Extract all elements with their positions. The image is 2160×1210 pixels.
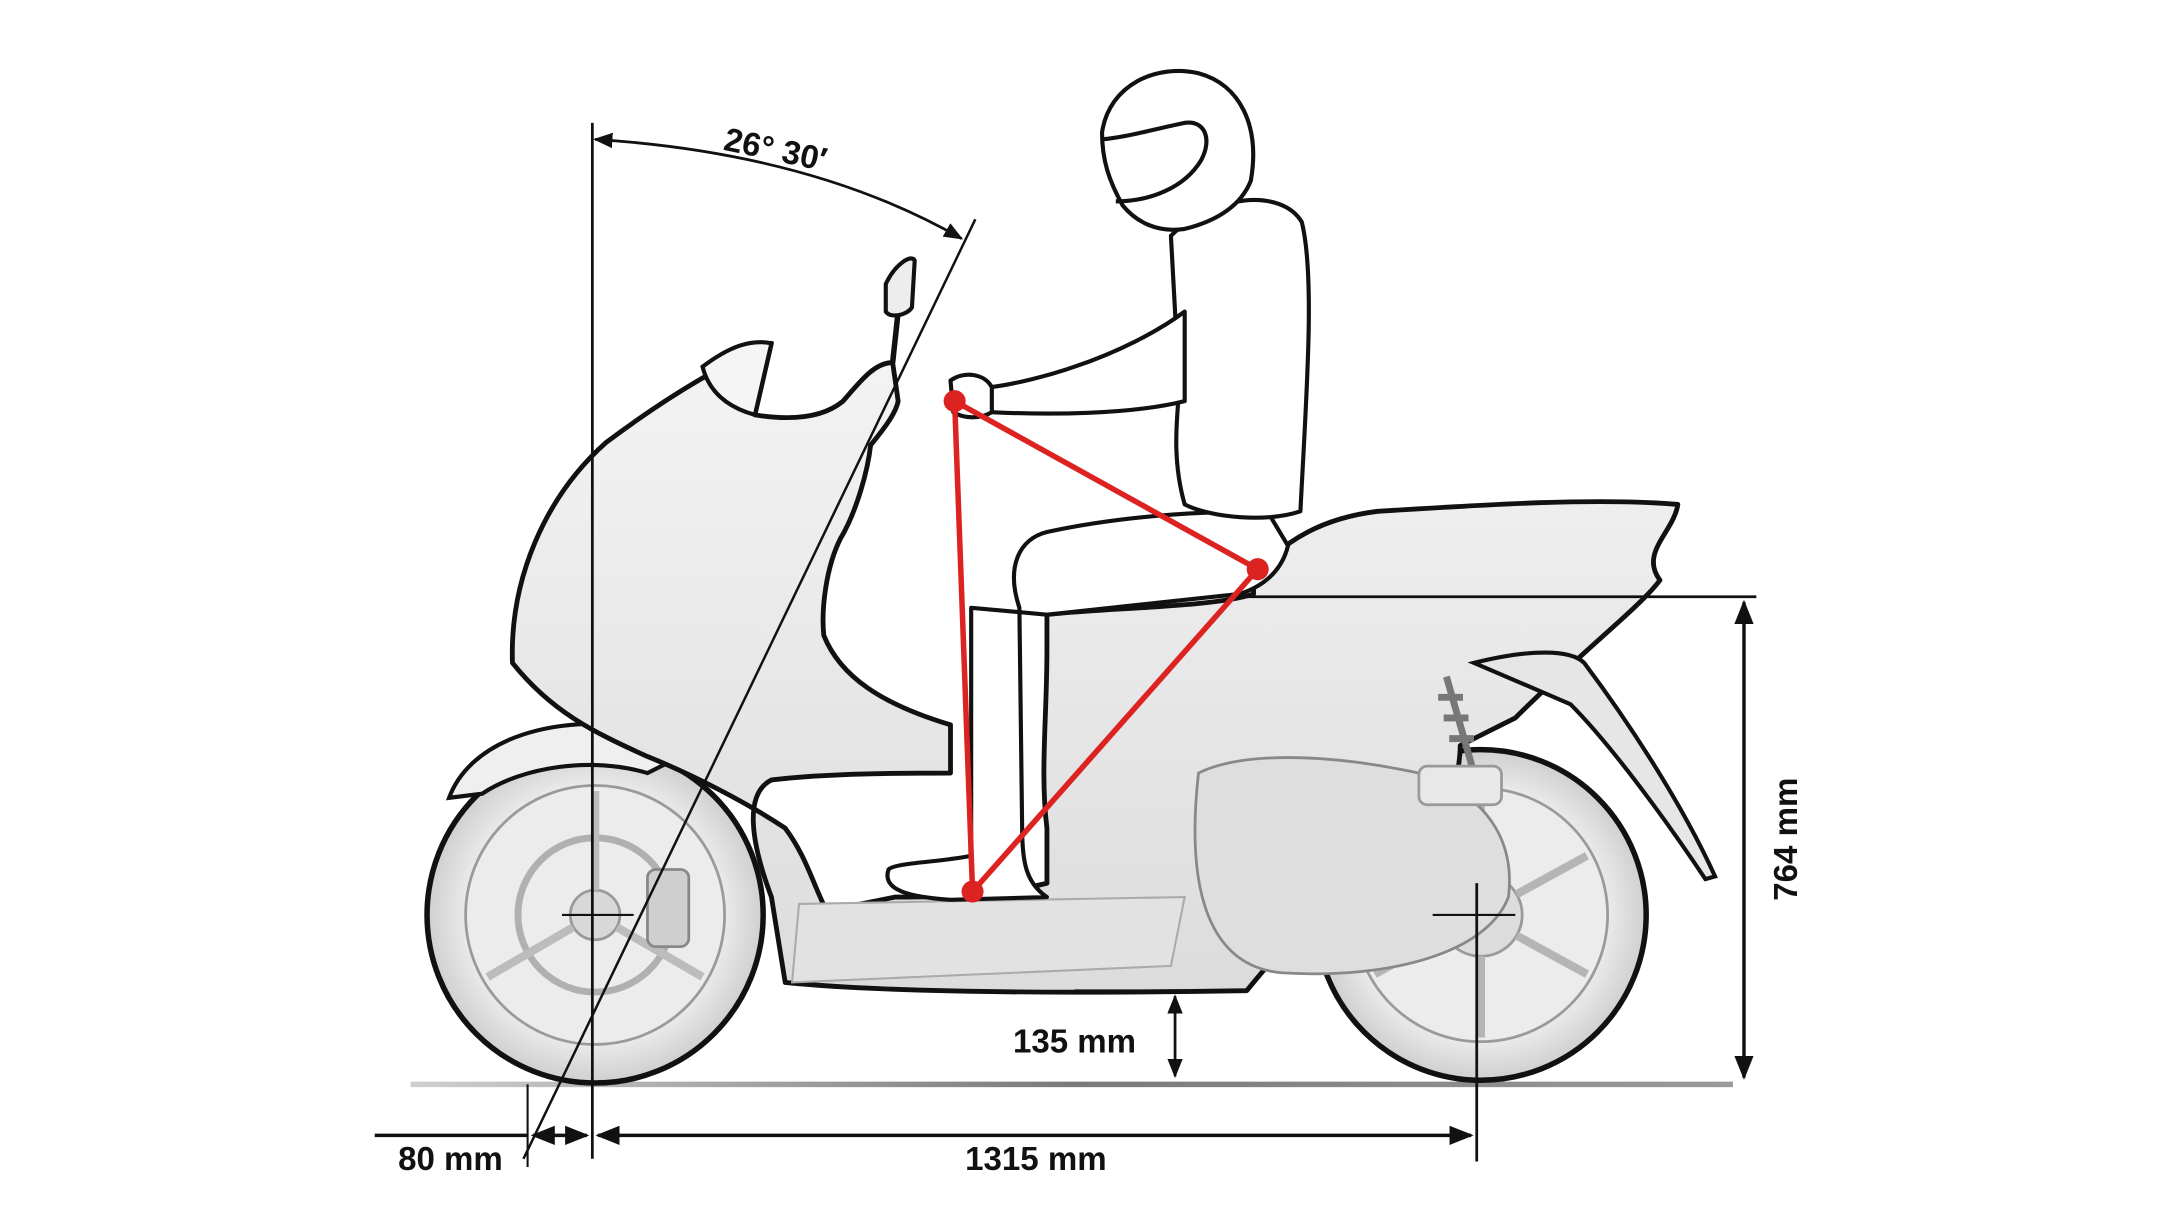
rear-shock xyxy=(1438,675,1478,775)
seat-height-label: 764 mm xyxy=(1768,778,1805,901)
rider-arm xyxy=(987,309,1187,416)
caster-angle-arc xyxy=(593,132,964,240)
caster-angle-label: 26° 30′ xyxy=(721,121,830,179)
rider-torso xyxy=(1168,198,1311,520)
rear-mudguard xyxy=(1467,650,1718,882)
steering-axis-line xyxy=(522,218,977,1160)
foot-point xyxy=(961,880,984,903)
rider-figure xyxy=(885,68,1311,902)
helmet-visor xyxy=(1101,120,1209,204)
rider-helmet xyxy=(1099,68,1256,232)
floorboard xyxy=(790,895,1186,984)
handlebar-point xyxy=(943,390,966,413)
brake-caliper xyxy=(646,868,691,949)
windscreen xyxy=(700,340,774,418)
engine-unit xyxy=(1193,756,1511,976)
trail-label: 80 mm xyxy=(398,1141,503,1178)
mirror xyxy=(883,256,917,363)
ergonomic-triangle xyxy=(943,390,1269,903)
wheelbase-label: 1315 mm xyxy=(965,1141,1106,1178)
air-filter-cover xyxy=(1417,764,1503,807)
hip-point xyxy=(1246,558,1269,581)
ground-clearance-label: 135 mm xyxy=(1013,1024,1136,1061)
ground-line xyxy=(410,1081,1733,1088)
